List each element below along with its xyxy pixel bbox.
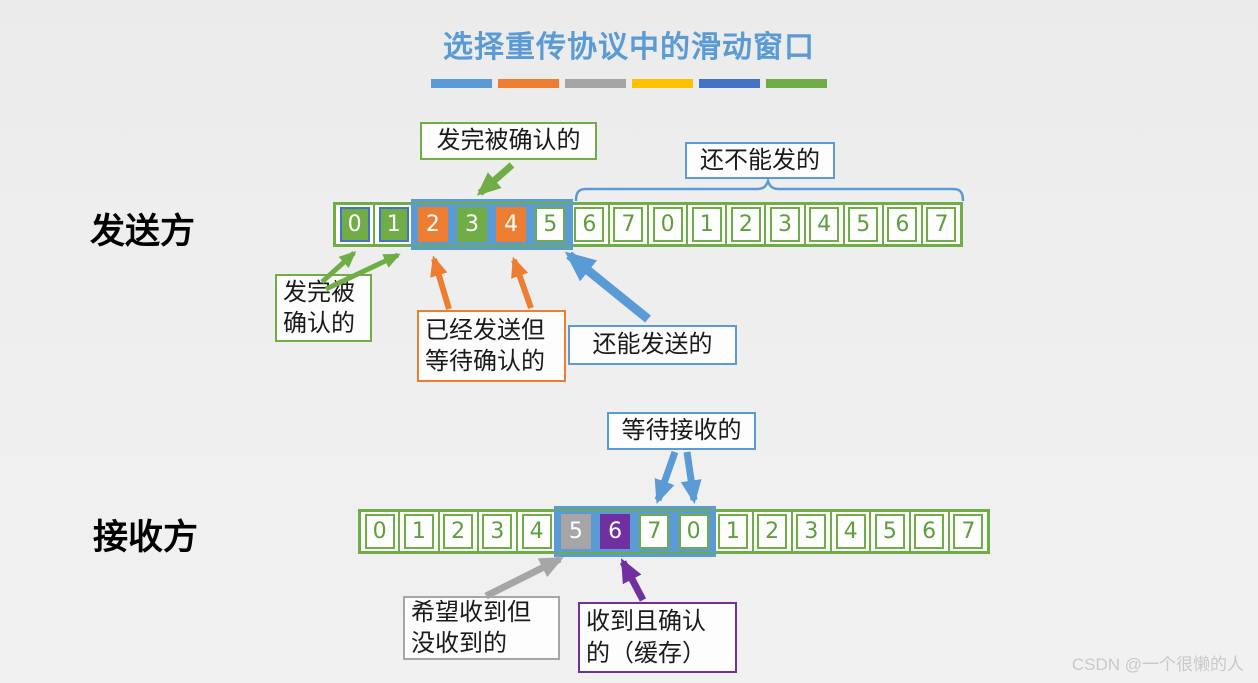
sequence-cell: 4 (804, 204, 844, 245)
sequence-cell: 3 (477, 511, 517, 552)
sequence-cell: 7 (634, 511, 674, 552)
sequence-number: 5 (848, 207, 879, 242)
arrow-sent-acked-to-box3 (476, 162, 515, 196)
sequence-cell: 4 (517, 511, 557, 552)
arrow-expected-to-box5 (484, 555, 564, 600)
sequence-cell: 0 (648, 204, 688, 245)
divider-dash (632, 79, 693, 88)
sender-label: 发送方 (90, 211, 196, 252)
sequence-cell: 6 (595, 511, 635, 552)
callout-sent-acked-left: 发完被 确认的 (275, 274, 372, 342)
sequence-cell: 2 (413, 204, 453, 245)
sequence-number: 6 (914, 514, 945, 549)
sequence-number: 1 (691, 207, 722, 242)
sequence-cell: 7 (948, 511, 988, 552)
divider-dash (431, 79, 492, 88)
sequence-number: 5 (560, 514, 591, 549)
title-divider-dashes (431, 79, 827, 88)
sequence-number: 7 (926, 207, 957, 242)
sequence-number: 1 (403, 514, 434, 549)
sequence-cell: 5 (870, 511, 910, 552)
sequence-cell: 4 (491, 204, 531, 245)
sequence-number: 4 (835, 514, 866, 549)
callout-sent-acked-top: 发完被确认的 (420, 122, 597, 160)
arrow-buffered-to-box6 (619, 558, 647, 602)
sequence-cell: 1 (399, 511, 439, 552)
sequence-number: 6 (574, 207, 605, 242)
sequence-cell: 3 (791, 511, 831, 552)
divider-dash (699, 79, 760, 88)
sequence-number: 0 (652, 207, 683, 242)
callout-awaiting-receive: 等待接收的 (607, 412, 756, 450)
sequence-number: 0 (364, 514, 395, 549)
sequence-cell: 1 (713, 511, 753, 552)
sequence-number: 7 (613, 207, 644, 242)
divider-dash (766, 79, 827, 88)
sequence-cell: 3 (452, 204, 492, 245)
sequence-cell: 0 (335, 204, 375, 245)
sequence-number: 4 (496, 207, 527, 242)
sequence-number: 4 (521, 514, 552, 549)
sequence-number: 7 (953, 514, 984, 549)
sequence-cell: 2 (752, 511, 792, 552)
arrow-awaiting-ack-to-box4 (511, 256, 534, 310)
sequence-cell: 0 (674, 511, 714, 552)
page-title: 选择重传协议中的滑动窗口 (443, 30, 815, 65)
sequence-cell: 2 (726, 204, 766, 245)
receiver-label: 接收方 (93, 517, 199, 558)
sequence-cell: 5 (530, 204, 570, 245)
sequence-number: 5 (874, 514, 905, 549)
sequence-number: 6 (887, 207, 918, 242)
sequence-number: 1 (378, 207, 409, 242)
sequence-number: 6 (600, 514, 631, 549)
callout-awaiting-ack: 已经发送但 等待确认的 (417, 310, 566, 382)
sequence-number: 0 (678, 514, 709, 549)
sequence-cell: 4 (831, 511, 871, 552)
sequence-cell: 3 (765, 204, 805, 245)
arrow-awaiting-recv-to-box0 (680, 451, 702, 505)
sequence-number: 3 (456, 207, 487, 242)
sequence-number: 5 (535, 207, 566, 242)
watermark: CSDN @一个很懒的人 (1071, 655, 1244, 674)
brace-not-sendable (574, 177, 965, 202)
sequence-number: 0 (339, 207, 370, 242)
sequence-number: 3 (769, 207, 800, 242)
sequence-number: 1 (717, 514, 748, 549)
sequence-cell: 1 (374, 204, 414, 245)
divider-dash (565, 79, 626, 88)
sequence-number: 2 (443, 514, 474, 549)
arrow-awaiting-ack-to-box2 (430, 255, 452, 310)
sequence-cell: 5 (556, 511, 596, 552)
sequence-cell: 5 (843, 204, 883, 245)
callout-not-sendable: 还不能发的 (685, 142, 835, 179)
sequence-cell: 7 (921, 204, 961, 245)
divider-dash (498, 79, 559, 88)
sequence-cell: 6 (569, 204, 609, 245)
sequence-number: 4 (809, 207, 840, 242)
callout-received-buffered: 收到且确认 的（缓存） (578, 602, 737, 673)
sequence-number: 3 (796, 514, 827, 549)
sequence-number: 2 (730, 207, 761, 242)
sequence-number: 2 (757, 514, 788, 549)
sequence-cell: 6 (909, 511, 949, 552)
sequence-cell: 1 (687, 204, 727, 245)
callout-expected-not-received: 希望收到但 没收到的 (403, 596, 560, 660)
sequence-number: 3 (482, 514, 513, 549)
sequence-number: 2 (417, 207, 448, 242)
sequence-cell: 6 (882, 204, 922, 245)
sequence-number: 7 (639, 514, 670, 549)
sequence-cell: 7 (608, 204, 648, 245)
arrow-awaiting-recv-to-box7 (654, 450, 679, 504)
callout-can-send: 还能发送的 (568, 325, 737, 365)
sequence-cell: 0 (360, 511, 400, 552)
arrow-can-send-to-box5 (564, 251, 651, 323)
sequence-cell: 2 (438, 511, 478, 552)
